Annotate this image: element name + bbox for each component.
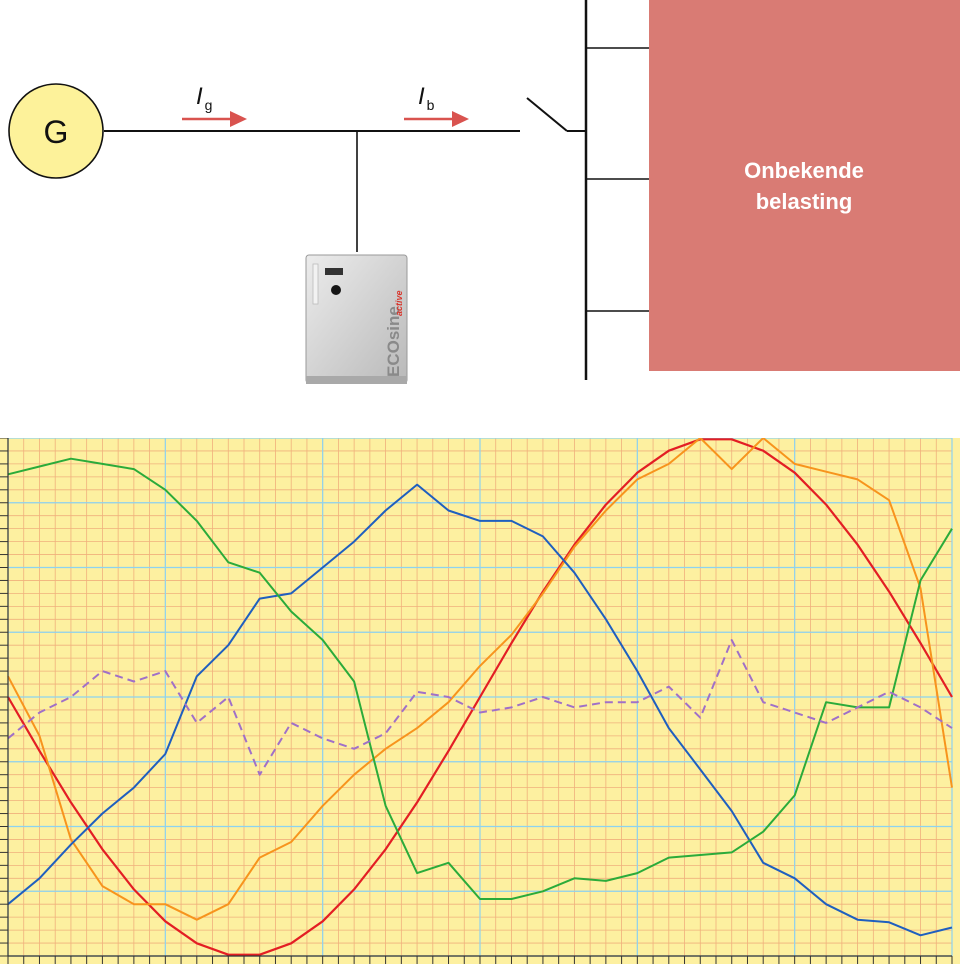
- series-layer: [7, 438, 953, 956]
- series-line-2: [7, 438, 953, 921]
- device-brand: ECOsine: [384, 306, 403, 377]
- device-button-icon: [331, 285, 341, 295]
- generator-circle: [8, 83, 104, 179]
- active-filter-device: ECOsine active: [305, 254, 408, 384]
- waveform-chart: [0, 438, 960, 964]
- device-variant: active: [394, 290, 404, 316]
- series-line-1: [7, 438, 953, 956]
- load-label-line1: Onbekende: [744, 158, 864, 183]
- arrow-right-icon: [404, 111, 469, 127]
- device-screen: [325, 268, 343, 275]
- open-switch: [526, 97, 568, 132]
- chart-frame: [0, 438, 953, 964]
- generator-label: G: [44, 114, 69, 150]
- device-display: [312, 263, 319, 305]
- series-line-4: [7, 457, 953, 900]
- series-line-3: [7, 483, 953, 937]
- load-label-line2: belasting: [756, 189, 853, 214]
- series-line-5: [7, 639, 953, 776]
- unknown-load-box: [649, 0, 960, 371]
- arrow-right-icon: [182, 111, 247, 127]
